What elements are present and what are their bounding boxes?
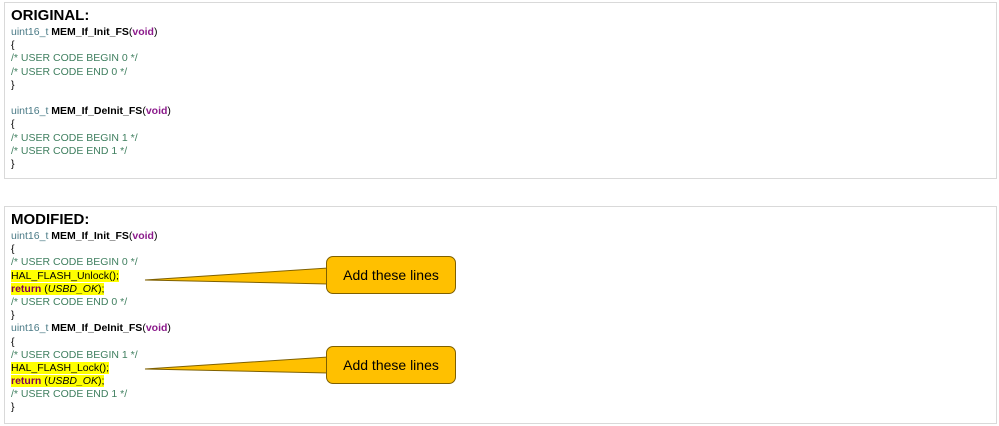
paren: ( [142,322,146,335]
lock-call: HAL_FLASH_Lock(); [11,361,110,374]
return-value: USBD_OK [47,375,98,388]
code-line: uint16_t MEM_If_DeInit_FS(void) [11,105,171,118]
void-keyword: void [145,105,168,118]
return-type: uint16_t [11,105,52,118]
unlock-call: HAL_FLASH_Unlock(); [11,269,119,282]
added-line: return (USBD_OK); [11,375,171,388]
paren: ) [167,105,171,118]
modified-code-block: uint16_t MEM_If_Init_FS(void) { /* USER … [11,230,171,415]
function-name: MEM_If_DeInit_FS [51,322,143,335]
code-comment: /* USER CODE END 1 */ [11,144,128,157]
open-brace: { [11,335,15,348]
added-line: return (USBD_OK); [11,282,171,296]
code-comment: /* USER CODE END 0 */ [11,295,128,308]
paren: ( [41,282,48,295]
paren: ( [142,105,146,118]
paren: ); [97,375,105,388]
added-line: HAL_FLASH_Unlock(); [11,269,171,283]
return-keyword: return [11,375,42,388]
code-line: uint16_t MEM_If_Init_FS(void) [11,230,171,243]
code-comment: /* USER CODE BEGIN 0 */ [11,52,138,65]
function-name: MEM_If_Init_FS [51,230,129,242]
code-comment: /* USER CODE END 1 */ [11,388,128,401]
close-brace: } [11,78,15,91]
paren: ( [128,230,133,242]
paren: ( [128,26,133,38]
open-brace: { [11,118,15,131]
paren: ( [41,375,48,388]
code-comment: /* USER CODE END 0 */ [11,65,128,78]
paren: ) [153,230,158,242]
original-heading: ORIGINAL: [11,7,90,24]
void-keyword: void [132,26,154,38]
return-type: uint16_t [11,230,52,242]
close-brace: } [11,401,15,414]
added-line: HAL_FLASH_Lock(); [11,361,171,375]
code-comment: /* USER CODE BEGIN 1 */ [11,348,138,361]
code-line: uint16_t MEM_If_Init_FS(void) [11,26,171,39]
blank-line [11,92,171,105]
paren: ); [97,282,105,295]
return-type: uint16_t [11,26,52,38]
modified-panel: MODIFIED: uint16_t MEM_If_Init_FS(void) … [4,206,997,424]
open-brace: { [11,39,15,52]
return-keyword: return [11,282,42,295]
original-panel: ORIGINAL: uint16_t MEM_If_Init_FS(void) … [4,2,997,179]
original-code-block: uint16_t MEM_If_Init_FS(void) { /* USER … [11,26,171,171]
callout-add-lines: Add these lines [326,256,456,294]
function-name: MEM_If_Init_FS [51,26,129,38]
paren: ) [153,26,158,38]
open-brace: { [11,243,15,256]
void-keyword: void [145,322,168,335]
code-comment: /* USER CODE BEGIN 0 */ [11,256,138,269]
code-line: uint16_t MEM_If_DeInit_FS(void) [11,322,171,335]
close-brace: } [11,309,15,322]
function-name: MEM_If_DeInit_FS [51,105,143,118]
close-brace: } [11,157,15,170]
callout-add-lines: Add these lines [326,346,456,384]
paren: ) [167,322,171,335]
code-comment: /* USER CODE BEGIN 1 */ [11,131,138,144]
modified-heading: MODIFIED: [11,211,90,228]
return-type: uint16_t [11,322,52,335]
void-keyword: void [132,230,154,242]
return-value: USBD_OK [47,282,98,295]
